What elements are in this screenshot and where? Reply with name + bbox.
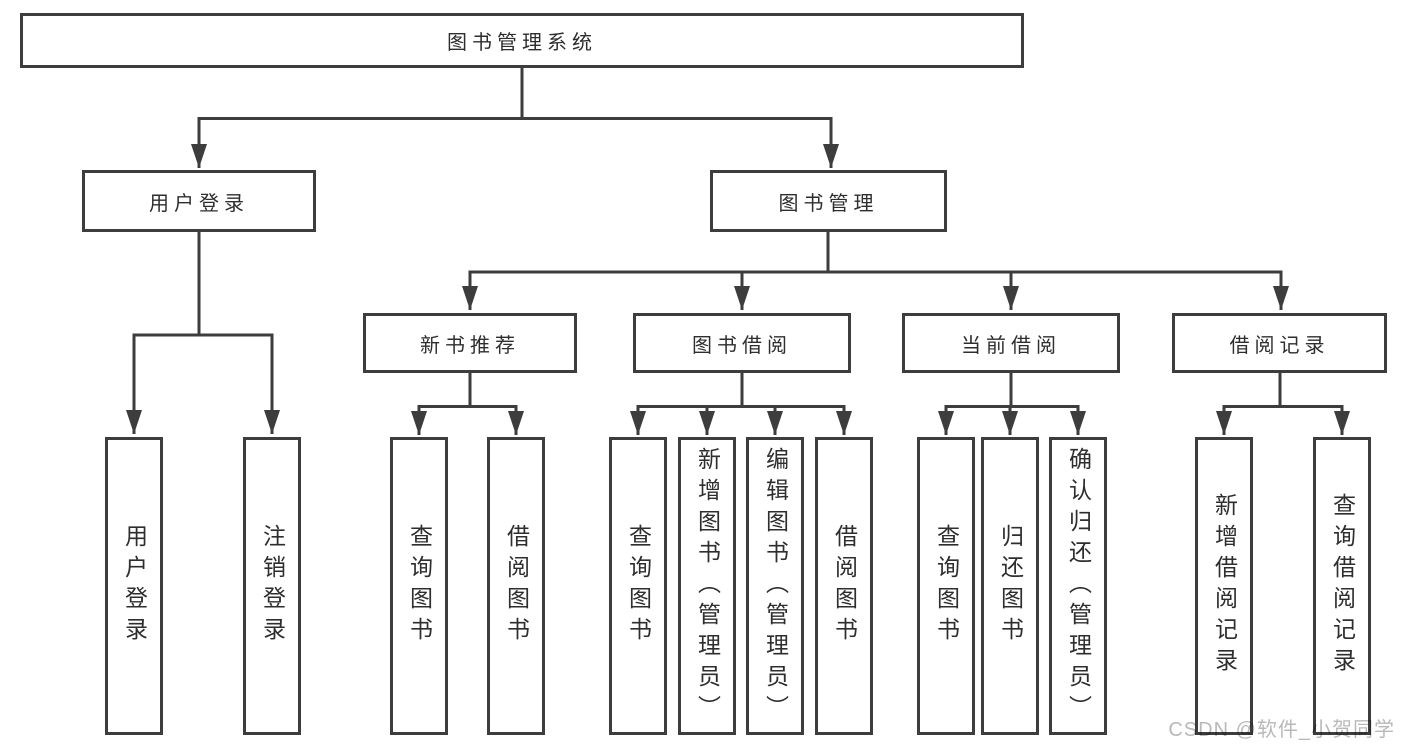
leaf-add-books-admin: 新增图书（管理员） [678,437,736,735]
node-label: 查询图书 [933,524,960,648]
node-label: 借阅记录 [1229,334,1330,357]
leaf-query-books-recommend: 查询图书 [390,437,448,735]
leaf-query-books-borrow: 查询图书 [609,437,667,735]
leaf-edit-books-admin: 编辑图书（管理员） [746,437,804,735]
leaf-return-books: 归还图书 [981,437,1039,735]
leaf-confirm-return-admin: 确认归还（管理员） [1049,437,1107,735]
node-book-management: 图书管理 [710,170,947,232]
node-label: 查询图书 [406,524,433,648]
node-label: 查询图书 [625,524,652,648]
node-label: 新书推荐 [420,334,520,357]
leaf-query-books-current: 查询图书 [917,437,975,735]
node-label: 确认归还（管理员） [1065,446,1092,726]
node-current-borrow: 当前借阅 [902,313,1120,373]
node-label: 用户登录 [121,524,148,648]
node-label: 查询借阅记录 [1329,493,1356,679]
leaf-add-borrow-record: 新增借阅记录 [1195,437,1253,735]
leaf-borrow-books-recommend: 借阅图书 [487,437,545,735]
node-label: 借阅图书 [503,524,530,648]
node-label: 注销登录 [259,524,286,648]
node-label: 归还图书 [997,524,1024,648]
node-root-system: 图书管理系统 [20,13,1024,68]
node-user-login: 用户登录 [82,170,316,232]
node-book-borrow: 图书借阅 [633,313,851,373]
leaf-logout-login: 注销登录 [243,437,301,735]
leaf-query-borrow-record: 查询借阅记录 [1313,437,1371,735]
leaf-user-login: 用户登录 [105,437,163,735]
leaf-borrow-books: 借阅图书 [815,437,873,735]
node-label: 图书管理 [778,192,879,215]
node-label: 新增借阅记录 [1211,493,1238,679]
node-label: 图书借阅 [692,334,792,357]
node-new-book-recommend: 新书推荐 [363,313,577,373]
node-label: 新增图书（管理员） [694,446,721,726]
node-label: 当前借阅 [961,334,1061,357]
csdn-watermark: CSDN @软件_小贺同学 [1168,719,1395,741]
node-label: 用户登录 [149,192,249,215]
node-label: 编辑图书（管理员） [762,446,789,726]
node-label: 图书管理系统 [447,32,597,54]
node-borrow-records: 借阅记录 [1172,313,1387,373]
node-label: 借阅图书 [831,524,858,648]
